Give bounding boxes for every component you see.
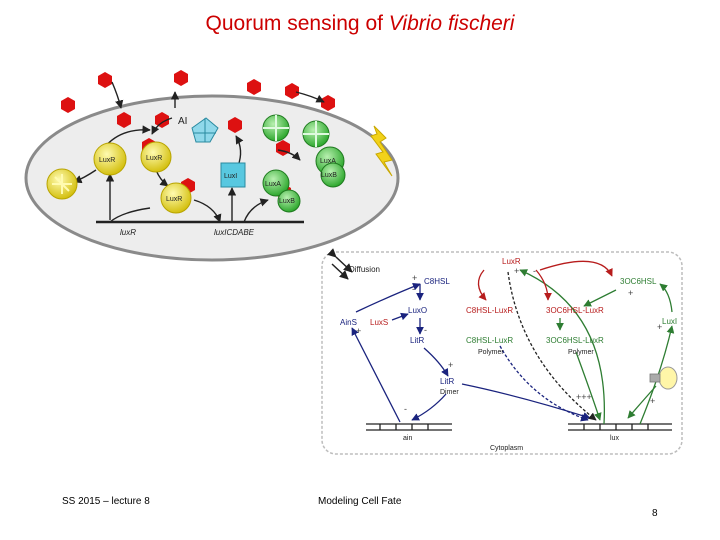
arrow-luxab-translate — [243, 198, 269, 223]
gene-label-luxr: luxR — [120, 228, 136, 237]
bioluminescence-lightning-icon — [370, 125, 393, 177]
arrow-litr-dimer — [423, 347, 449, 377]
sign-plus-triple: +++ — [576, 392, 592, 402]
gene-lux — [568, 423, 672, 431]
luxr-protein-bound — [140, 141, 172, 173]
arrow-dimer-ain — [411, 393, 447, 421]
arrow-ai-binding — [151, 117, 173, 135]
luxa-protein-label: LuxA — [320, 158, 336, 165]
luxb-unfolded-label: LuxB — [279, 198, 295, 205]
label-diffusion: Diffusion — [349, 265, 380, 274]
sign-plus: + — [412, 273, 417, 283]
luxr-protein-label: LuxR — [99, 157, 115, 164]
arrow-luxr-oc6hsl-complex — [539, 260, 613, 277]
label-luxi: LuxI — [662, 317, 677, 326]
arrow-light-lux — [627, 385, 657, 419]
label-cytoplasm: Cytoplasm — [490, 445, 523, 452]
diffusion-arrow — [331, 263, 349, 280]
light-bulb-icon — [649, 366, 678, 390]
luxb-protein-label: LuxB — [321, 172, 337, 179]
sign-plus: + — [514, 266, 519, 276]
sign-minus: - — [412, 284, 415, 294]
autoinducer-hexagon — [247, 79, 261, 95]
arrow-ains-c8hsl — [355, 282, 421, 313]
arrow-luxr-production — [519, 269, 606, 425]
luxb-unfolded — [277, 189, 301, 213]
slide-title: Quorum sensing of Vibrio fischeri — [205, 12, 515, 35]
sign-plus: + — [448, 360, 453, 370]
label-oc6hsl-luxr-polymer: 3OC6HSL-LuxR — [546, 336, 604, 345]
autoinducer-hexagon — [98, 72, 112, 88]
arrow-ai-fold — [277, 149, 301, 161]
autoinducer-hexagon — [321, 95, 335, 111]
arrow-ai-out — [111, 81, 124, 109]
label-polymer-b: Polymer — [568, 349, 594, 356]
autoinducer-hexagon — [117, 112, 131, 128]
label-c8hsl-luxr: C8HSL-LuxR — [466, 306, 513, 315]
luxr-protein-bound-label: LuxR — [146, 155, 162, 162]
arrow-luxr-oc6hsl-binding — [535, 269, 552, 301]
sign-plus: + — [657, 322, 662, 332]
gene-label-luxicdabe: luxICDABE — [214, 228, 255, 237]
luxr-protein — [93, 142, 127, 176]
luxr-degraded-fragments — [52, 174, 72, 194]
luxi-protein-label: LuxI — [224, 173, 237, 180]
arrow-luxi-production — [639, 325, 675, 425]
sign-minus: - — [424, 325, 427, 335]
arrow-ain-c8hsl — [351, 327, 401, 423]
label-oc6hsl-luxr: 3OC6HSL-LuxR — [546, 306, 604, 315]
label-c8hsl-luxr-polymer: C8HSL-LuxR — [466, 336, 513, 345]
footer-course: Modeling Cell Fate — [318, 496, 402, 507]
autoinducer-hexagon — [61, 97, 75, 113]
diffusion-arrow — [327, 248, 353, 273]
luxi-protein — [220, 162, 246, 188]
sign-minus: - — [404, 404, 407, 414]
arrow-polymer-lux — [575, 351, 602, 421]
luxr-complex-label: LuxR — [166, 196, 182, 203]
luxa-unfolded-label: LuxA — [265, 181, 281, 188]
sign-plus: + — [356, 326, 361, 336]
label-dimer: Dimer — [440, 389, 459, 396]
luxr-complex — [160, 182, 192, 214]
sign-plus: + — [628, 288, 633, 298]
arrow-ai-out — [295, 91, 325, 103]
arrow-dimer-lux — [461, 383, 591, 420]
autoinducer-hexagon — [228, 117, 242, 133]
label-polymer-a: Polymer — [478, 349, 504, 356]
arrow-luxi-oc6hsl — [659, 283, 673, 313]
luxa-unfolded — [262, 169, 290, 197]
label-luxs: LuxS — [370, 318, 388, 327]
label-luxo: LuxO — [408, 306, 427, 315]
footer-page-number: 8 — [652, 508, 658, 519]
arrow-luxr-repress — [109, 207, 151, 223]
label-c8hsl: C8HSL — [424, 277, 450, 286]
arrow-oc6hsl-luxr — [583, 289, 617, 307]
arrow-luxr-c8hsl-complex — [477, 269, 487, 301]
arrow-luxr-activate — [193, 199, 222, 223]
gene-ain — [366, 423, 452, 431]
autoinducer-hexagon — [174, 70, 188, 86]
label-oc6hsl: 3OC6HSL — [620, 277, 657, 286]
sign-minus: - — [533, 266, 536, 276]
label-ains: AinS — [340, 318, 357, 327]
ai-label: AI — [178, 116, 187, 127]
sign-plus: + — [650, 396, 655, 406]
footer-lecture: SS 2015 – lecture 8 — [62, 496, 150, 507]
autoinducer-hexagon — [285, 83, 299, 99]
label-luxr-top: LuxR — [502, 257, 521, 266]
arrow-luxr-lux-dashed — [507, 271, 597, 421]
arrow-luxs-luxo — [391, 312, 409, 321]
luxb-protein — [320, 162, 346, 188]
arrow-c8hsl-complex-lux — [499, 345, 589, 422]
gene-label-lux: lux — [610, 435, 619, 442]
label-litr: LitR — [410, 336, 424, 345]
autoinducer-hexagon — [155, 112, 169, 128]
cell-diagram: luxR luxICDABE LuxR LuxR LuxR AI LuxI Lu… — [24, 70, 400, 262]
network-diagram: ain lux — [321, 248, 683, 455]
gene-label-ain: ain — [403, 435, 412, 442]
label-litr-dimer: LitR — [440, 377, 454, 386]
